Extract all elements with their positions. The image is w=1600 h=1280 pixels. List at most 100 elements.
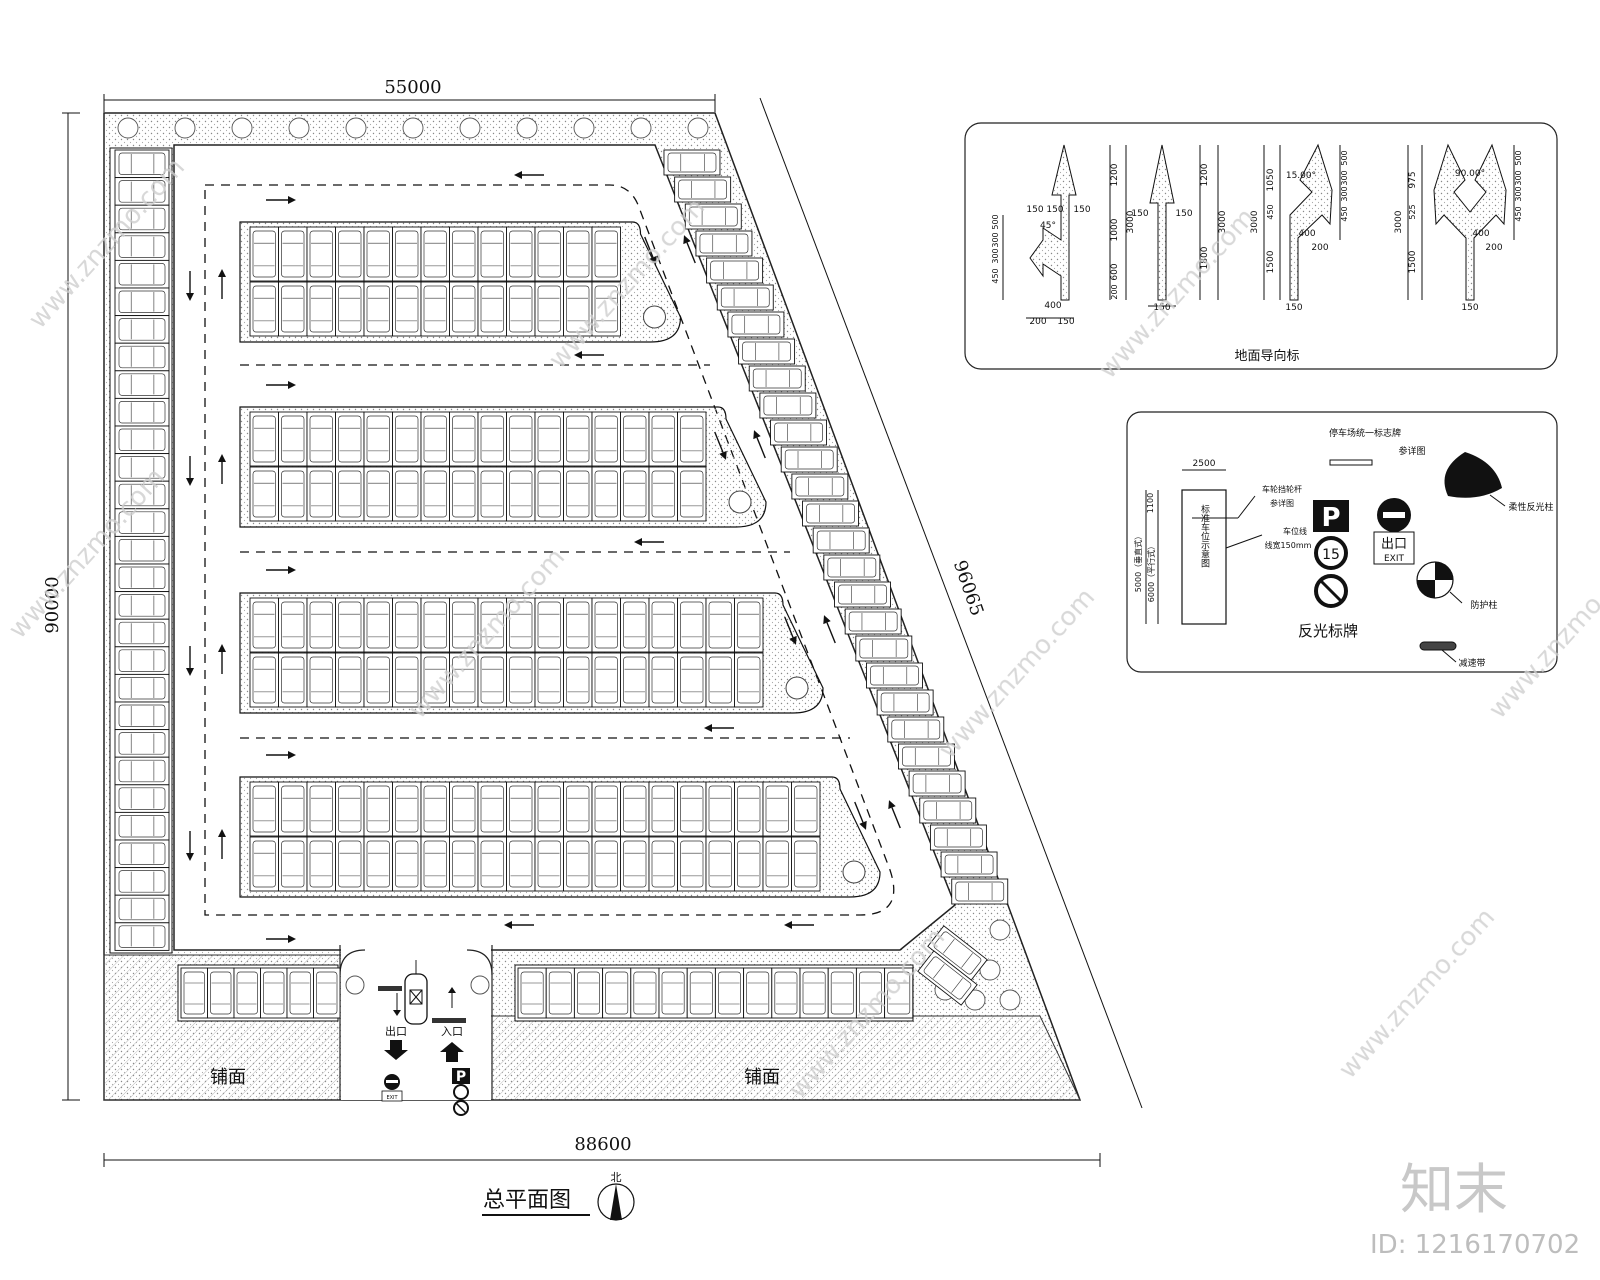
parking-stall (114, 922, 170, 951)
parking-stall (392, 597, 422, 653)
parking-stall (591, 652, 621, 708)
parking-stall (563, 411, 593, 467)
parking-stall (449, 466, 479, 522)
svg-text:600: 600 (1110, 263, 1120, 280)
parking-stall (648, 836, 678, 892)
parking-stall (114, 397, 170, 427)
parking-stall (620, 411, 650, 467)
parking-stall (780, 446, 838, 473)
parking-stall (363, 781, 393, 837)
svg-text:防护柱: 防护柱 (1470, 599, 1497, 611)
parking-stall (477, 836, 507, 892)
parking-stall (506, 226, 536, 282)
parking-stall (602, 967, 632, 1019)
speed-limit-sign-icon (1314, 536, 1348, 570)
parking-stall (114, 811, 170, 841)
parking-stall (278, 836, 308, 892)
parking-stall (834, 581, 891, 608)
parking-stall (114, 342, 170, 372)
parking-stall (677, 836, 707, 892)
parking-stall (534, 781, 564, 837)
svg-text:P: P (1321, 503, 1340, 533)
parking-stall (392, 411, 422, 467)
parking-sign-letter: P (456, 1069, 466, 1085)
parking-stall (706, 257, 764, 284)
standard-bay-diagram (1181, 489, 1227, 625)
watermark-logo: 知末 (1400, 1158, 1508, 1221)
svg-text:15: 15 (1322, 547, 1340, 563)
flow-arrow-icon (266, 566, 296, 574)
svg-text:400: 400 (1472, 229, 1489, 239)
parking-stall (897, 743, 955, 770)
parking-stall (114, 508, 170, 537)
svg-text:90.00°: 90.00° (1455, 169, 1485, 179)
flow-arrow-icon (854, 801, 867, 830)
driving-area (173, 144, 956, 951)
parking-stall (114, 756, 170, 786)
svg-text:150: 150 (1046, 205, 1063, 215)
parking-stall (908, 770, 966, 797)
flow-arrow-icon (644, 236, 657, 265)
parking-stall (114, 673, 170, 703)
parking-stall (648, 466, 678, 522)
flow-arrow-icon (504, 921, 534, 929)
parking-stall (114, 839, 170, 869)
parking-stall (648, 652, 678, 708)
svg-text:500: 500 (1514, 150, 1523, 165)
parking-stall (278, 466, 308, 522)
parking-stall (591, 411, 621, 467)
parking-stall (506, 466, 536, 522)
exit-label: 出口 (385, 1024, 407, 1038)
parking-stall (286, 967, 314, 1019)
parking-stall (791, 781, 821, 837)
parking-stall (278, 411, 308, 467)
parking-stall (449, 281, 479, 337)
parking-stall (420, 652, 450, 708)
svg-text:EXIT: EXIT (1384, 554, 1405, 564)
shop-label-right: 铺面 (744, 1067, 780, 1088)
svg-text:线宽150mm: 线宽150mm (1265, 540, 1312, 550)
parking-stall (620, 466, 650, 522)
parking-stall (249, 226, 279, 282)
parking-stall (677, 652, 707, 708)
svg-text:45°: 45° (1040, 221, 1056, 231)
flow-arrow-icon (218, 454, 226, 484)
parking-stall (563, 781, 593, 837)
parking-stall (420, 281, 450, 337)
flexible-post-icon (1444, 452, 1502, 498)
exit-sign-en: EXIT (386, 1095, 398, 1101)
svg-text:300: 300 (1340, 170, 1349, 185)
parking-stall (844, 608, 902, 635)
parking-stall (716, 284, 774, 311)
svg-text:出口: 出口 (1381, 537, 1407, 552)
parking-stall (791, 836, 821, 892)
lane-centerline (204, 184, 895, 916)
parking-stall (686, 967, 716, 1019)
arrow-left-right-icon (1407, 143, 1515, 301)
svg-text:停车场统一标志牌: 停车场统一标志牌 (1329, 427, 1401, 439)
svg-text:www.znzmo.com: www.znzmo.com (933, 583, 1101, 765)
parking-stall (876, 689, 934, 716)
svg-text:150: 150 (1285, 303, 1302, 313)
parking-stall (677, 597, 707, 653)
parking-stall (249, 597, 279, 653)
parking-stall (648, 411, 678, 467)
parking-stall (677, 781, 707, 837)
flow-arrow-icon (218, 829, 226, 859)
parking-stall (791, 473, 849, 500)
parking-stall (799, 967, 829, 1019)
parking-stall (563, 652, 593, 708)
parking-stall (573, 967, 604, 1019)
parking-stall (278, 281, 308, 337)
parking-stall (335, 226, 365, 282)
svg-text:150: 150 (1026, 205, 1043, 215)
parking-stall (714, 967, 745, 1019)
parking-stall (620, 597, 650, 653)
arrow-panel-caption: 地面导向标 (1234, 348, 1299, 364)
parking-stall (827, 967, 857, 1019)
parking-stall (392, 781, 422, 837)
svg-text:200: 200 (1311, 243, 1328, 253)
parking-stall (363, 836, 393, 892)
parking-stall (506, 281, 536, 337)
